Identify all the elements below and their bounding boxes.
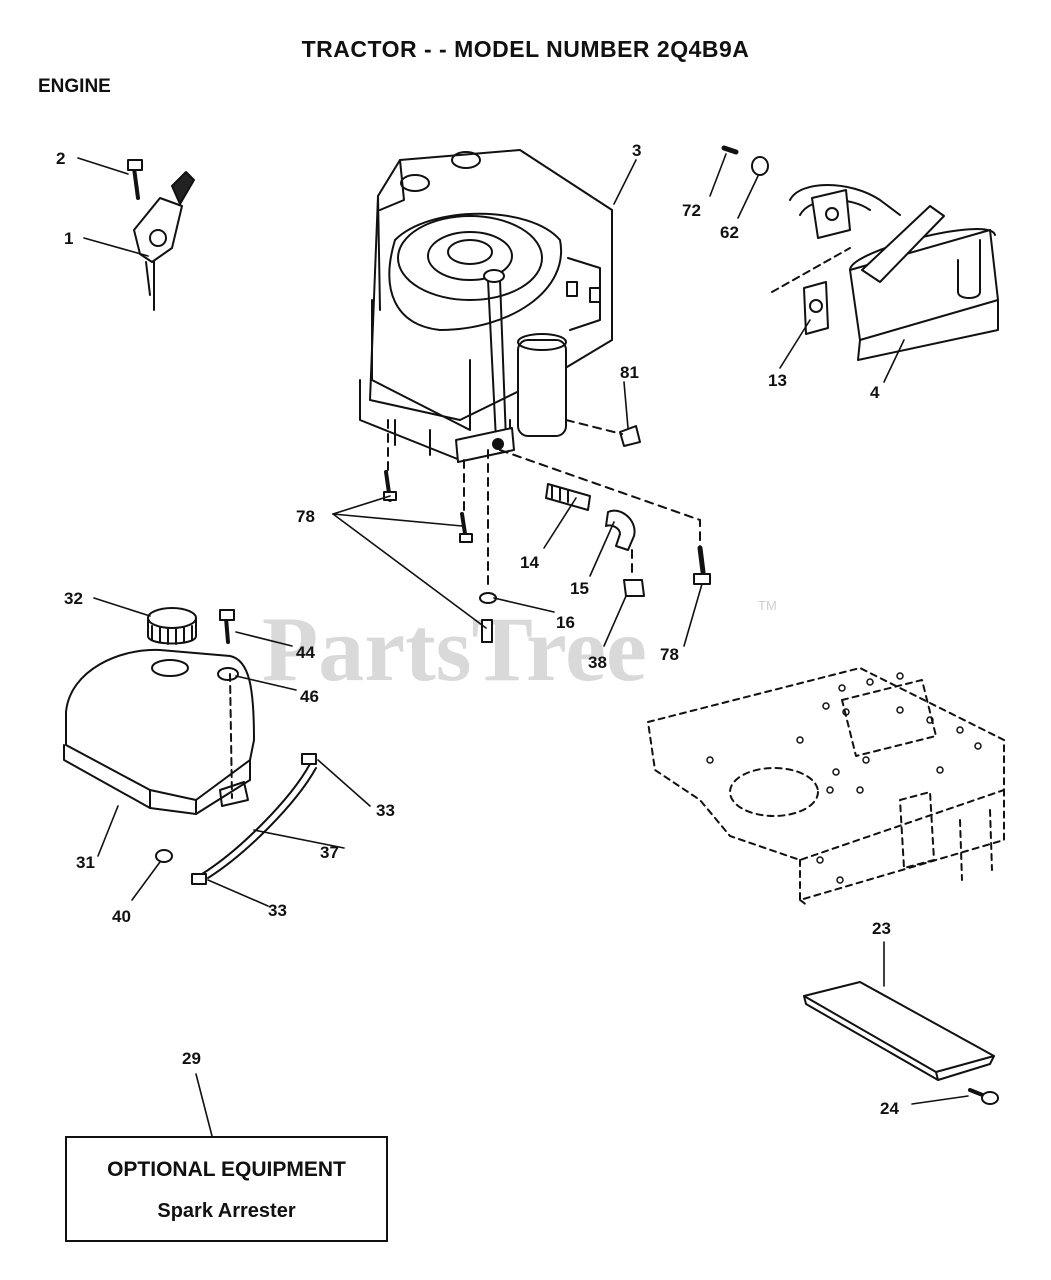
muffler-assembly (721, 145, 999, 361)
spark-arrester-label: Spark Arrester (157, 1200, 296, 1222)
diagram-title: TRACTOR - - MODEL NUMBER 2Q4B9A (301, 36, 750, 62)
optional-equipment-heading: OPTIONAL EQUIPMENT (107, 1158, 346, 1181)
throttle-control (127, 159, 195, 311)
callout-13: 13 (768, 371, 787, 390)
engine-block (359, 149, 613, 463)
callout-1: 1 (64, 229, 73, 248)
callout-46: 46 (300, 687, 319, 706)
frame-plate (647, 667, 1005, 907)
callout-37: 37 (320, 843, 339, 862)
callout-31: 31 (76, 853, 95, 872)
bottom-bracket (803, 981, 999, 1105)
optional-equipment-box: OPTIONAL EQUIPMENT Spark Arrester (65, 1136, 388, 1242)
callout-24: 24 (880, 1099, 899, 1118)
callout-72: 72 (682, 201, 701, 220)
callout-78-left: 78 (296, 507, 315, 526)
callout-15: 15 (570, 579, 589, 598)
callout-44: 44 (296, 643, 315, 662)
callout-16: 16 (556, 613, 575, 632)
callout-38: 38 (588, 653, 607, 672)
callout-81: 81 (620, 363, 639, 382)
section-label: ENGINE (38, 76, 111, 97)
callout-40: 40 (112, 907, 131, 926)
callout-33-bottom: 33 (268, 901, 287, 920)
frame-holes (706, 672, 982, 884)
callout-2: 2 (56, 149, 65, 168)
callout-14: 14 (520, 553, 539, 572)
callout-78-right: 78 (660, 645, 679, 664)
callout-4: 4 (870, 383, 880, 402)
callout-62: 62 (720, 223, 739, 242)
watermark-tm: TM (758, 598, 777, 613)
callout-32: 32 (64, 589, 83, 608)
leader-lines (77, 153, 969, 1137)
callout-23: 23 (872, 919, 891, 938)
callout-3: 3 (632, 141, 641, 160)
callout-labels: 2 1 3 72 62 13 4 81 78 14 15 16 38 78 32… (56, 141, 899, 1118)
oil-drain-fittings (383, 419, 711, 643)
callout-29: 29 (182, 1049, 201, 1068)
callout-33-top: 33 (376, 801, 395, 820)
watermark-text: PartsTree (262, 598, 647, 700)
fuel-tank-assembly (63, 607, 317, 885)
